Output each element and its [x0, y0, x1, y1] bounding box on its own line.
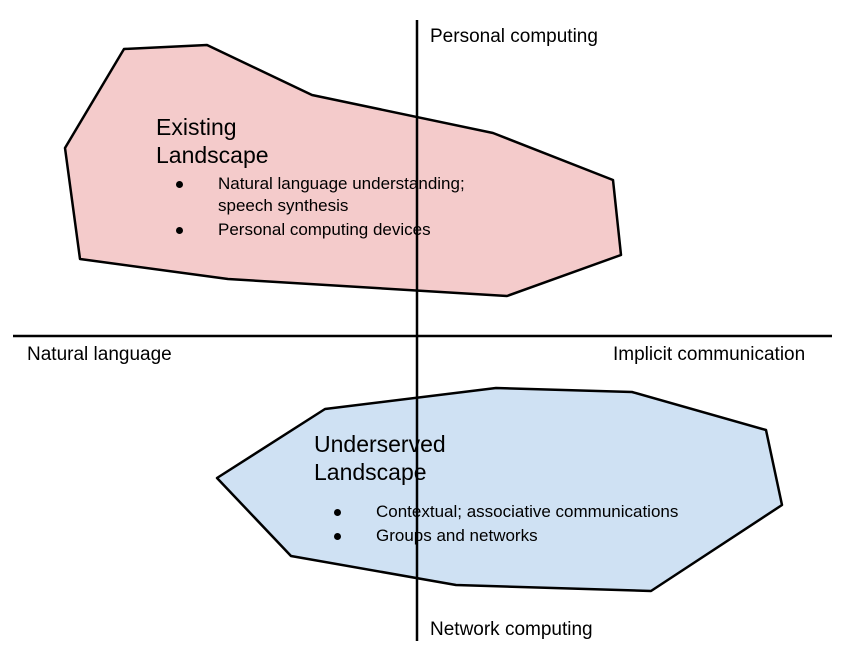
bullet-dot — [176, 181, 183, 188]
bullet-text-line1: Personal computing devices — [218, 220, 431, 239]
underserved-landscape-title: Underserved Landscape — [314, 430, 446, 486]
list-item: Natural language understanding; speech s… — [176, 173, 465, 217]
bullet-text-line1: Groups and networks — [376, 526, 538, 545]
bullet-dot — [334, 533, 341, 540]
bullet-text-line1: Contextual; associative communications — [376, 502, 679, 521]
existing-title-line2: Landscape — [156, 142, 269, 168]
axis-label-bottom: Network computing — [430, 619, 593, 640]
axis-label-top: Personal computing — [430, 26, 598, 47]
existing-landscape-bullets: Natural language understanding; speech s… — [176, 173, 465, 243]
bullet-text-line2: speech synthesis — [218, 196, 349, 215]
underserved-landscape-region — [215, 386, 784, 593]
bullet-dot — [176, 227, 183, 234]
bullet-text-line1: Natural language understanding; — [218, 174, 465, 193]
underserved-title-line1: Underserved — [314, 431, 446, 457]
axis-label-left: Natural language — [27, 344, 172, 365]
list-item: Personal computing devices — [176, 219, 465, 241]
existing-landscape-title: Existing Landscape — [156, 113, 269, 169]
list-item: Contextual; associative communications — [334, 501, 678, 523]
underserved-landscape-bullets: Contextual; associative communications G… — [334, 501, 678, 549]
existing-title-line1: Existing — [156, 114, 237, 140]
underserved-title-line2: Landscape — [314, 459, 427, 485]
existing-landscape-region — [63, 43, 623, 298]
list-item: Groups and networks — [334, 525, 678, 547]
bullet-dot — [334, 509, 341, 516]
axis-label-right: Implicit communication — [613, 344, 806, 365]
